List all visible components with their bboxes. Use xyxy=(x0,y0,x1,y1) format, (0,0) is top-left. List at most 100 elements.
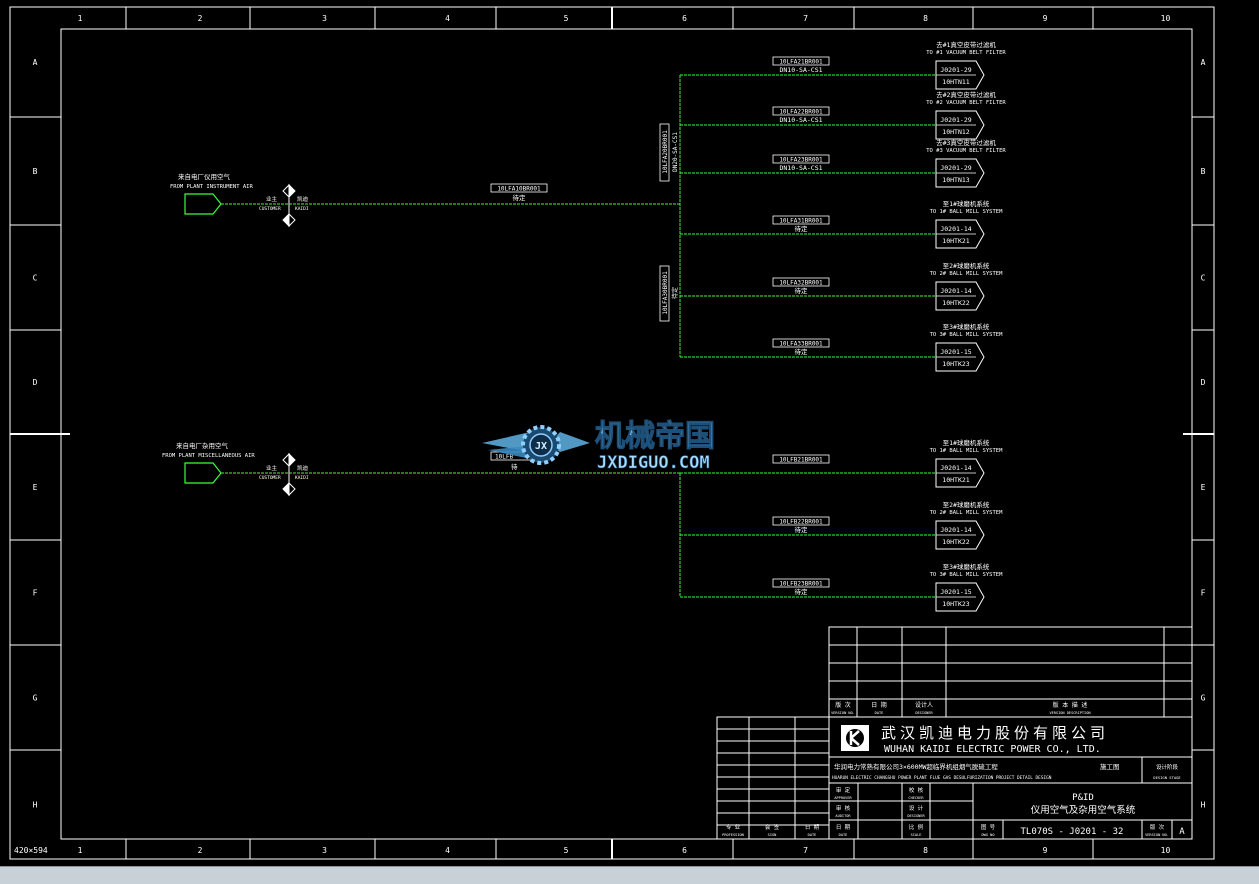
sheet-size-label: 420×594 xyxy=(14,846,48,855)
destination-cn: 至3#球磨机系统 xyxy=(943,562,990,571)
status-bar xyxy=(0,866,1259,884)
zone-row-label: D xyxy=(1201,378,1206,387)
connector-drawing-ref: J0201-14 xyxy=(940,225,971,233)
connector-equipment-tag: 10HTN13 xyxy=(942,176,969,184)
misc-air-source[interactable]: 来自电厂杂用空气 FROM PLANT MISCELLANEOUS AIR xyxy=(162,441,255,484)
line-spec-text: 待 xyxy=(511,462,518,471)
zone-col-label: 5 xyxy=(564,14,569,23)
scope-boundary-marker: 业主 CUSTOMER 凯迪 KAIDI xyxy=(259,452,309,497)
connector-drawing-ref: J0201-14 xyxy=(940,287,971,295)
revision-headers: 版 次 VERSION NO. 日 期 DATE 设计人 DESIGNER 版 … xyxy=(831,701,1090,715)
destination-en: TO 1# BALL MILL SYSTEM xyxy=(930,448,1004,454)
zone-col-label: 3 xyxy=(322,846,327,855)
zone-col-label: 5 xyxy=(564,846,569,855)
zone-row-label: B xyxy=(33,167,38,176)
rev-label: 版 次 xyxy=(1150,823,1165,831)
offpage-connector-icon[interactable]: J0201-14 10HTK21 xyxy=(935,458,985,488)
line-spec-text: 待定 xyxy=(795,525,809,534)
line-spec-text: 待定 xyxy=(513,193,527,202)
zone-row-label: F xyxy=(33,589,38,598)
source-label-en: FROM PLANT INSTRUMENT AIR xyxy=(170,184,253,190)
destination-en: TO #2 VACUUM BELT FILTER xyxy=(926,100,1006,106)
sign-label-en: SIGN xyxy=(768,833,777,837)
zone-col-label: 8 xyxy=(923,14,928,23)
boundary-left-cn: 业主 xyxy=(266,195,278,203)
connector-equipment-tag: 10HTK22 xyxy=(942,538,969,546)
zone-col-label: 1 xyxy=(78,14,83,23)
zone-row-label: G xyxy=(33,694,38,703)
approver-label: 审 定 xyxy=(836,786,851,794)
line-spec-text: DN20-SA-CS1 xyxy=(672,132,679,172)
design-stage-label: 设计阶段 xyxy=(1156,763,1179,771)
source-label-en: FROM PLANT MISCELLANEOUS AIR xyxy=(162,453,255,459)
line-tag-text: 10LFA33BR001 xyxy=(779,341,823,348)
zone-row-label: H xyxy=(1201,801,1206,810)
company-logo-icon xyxy=(841,725,869,751)
zone-col-label: 6 xyxy=(682,14,687,23)
dwg-no-label-en: DWG NO xyxy=(982,833,995,837)
watermark-logo: JX 机械帝国 JXDIGUO.COM xyxy=(482,419,716,473)
checker-label: 校 核 xyxy=(909,786,924,794)
line-tag-text: 10LFB22BR001 xyxy=(779,519,823,526)
line-tag-text: 10LFB23BR001 xyxy=(779,581,823,588)
date-label-en: DATE xyxy=(808,833,817,837)
scale-label: 比 例 xyxy=(909,823,924,831)
boundary-right-en: KAIDI xyxy=(295,206,309,212)
destination-cn: 去#3真空皮带过滤机 xyxy=(936,138,996,147)
line-spec-text: 待定 xyxy=(795,347,809,356)
line-tag-text: 10LFA30BR001 xyxy=(662,271,669,315)
zone-col-label: 2 xyxy=(198,846,203,855)
drawing-type: P&ID xyxy=(1072,793,1094,803)
boundary-left-en: CUSTOMER xyxy=(259,206,281,212)
zone-col-label: 9 xyxy=(1043,14,1048,23)
source-label-cn: 来自电厂杂用空气 xyxy=(176,441,229,450)
zone-row-label: C xyxy=(33,274,38,283)
project-stage: 施工图 xyxy=(1100,762,1120,771)
zone-row-label: A xyxy=(33,58,38,67)
scale-label-en: SCALE xyxy=(911,833,922,837)
destination-en: TO 3# BALL MILL SYSTEM xyxy=(930,572,1004,578)
main-line-tag: 10LFA10BR001 待定 xyxy=(490,183,548,202)
line-tag-text: 10LFB21BR001 xyxy=(779,457,823,464)
destination-en: TO #1 VACUUM BELT FILTER xyxy=(926,50,1006,56)
zone-row-label: E xyxy=(33,483,38,492)
rev-label-en: VERSION NO. xyxy=(1145,833,1169,837)
watermark-title: 机械帝国 xyxy=(595,419,715,454)
connector-equipment-tag: 10HTN12 xyxy=(942,128,969,136)
instrument-air-source[interactable]: 来自电厂仪用空气 FROM PLANT INSTRUMENT AIR xyxy=(170,172,253,215)
scope-boundary-marker: 业主 CUSTOMER 凯迪 KAIDI xyxy=(259,183,309,228)
connector-drawing-ref: J0201-14 xyxy=(940,464,971,472)
design-stage-label-en: DESIGN STAGE xyxy=(1153,775,1181,780)
vertical-line-tag-2: 10LFA30BR001 待定 xyxy=(659,265,679,322)
hdr-date: 日 期 xyxy=(871,701,887,709)
zone-row-label: B xyxy=(1201,167,1206,176)
auditor-label-en: AUDITOR xyxy=(835,814,851,818)
hdr-designer-en: DESIGNER xyxy=(915,711,933,715)
line-tag-text: 10LFA23BR001 xyxy=(779,157,823,164)
line-tag-text: 10LFB xyxy=(495,454,513,461)
connector-equipment-tag: 10HTK21 xyxy=(942,476,969,484)
drawing-title: 仪用空气及杂用空气系统 xyxy=(1031,804,1136,816)
line-tag-text: 10LFA20BR001 xyxy=(662,130,669,174)
